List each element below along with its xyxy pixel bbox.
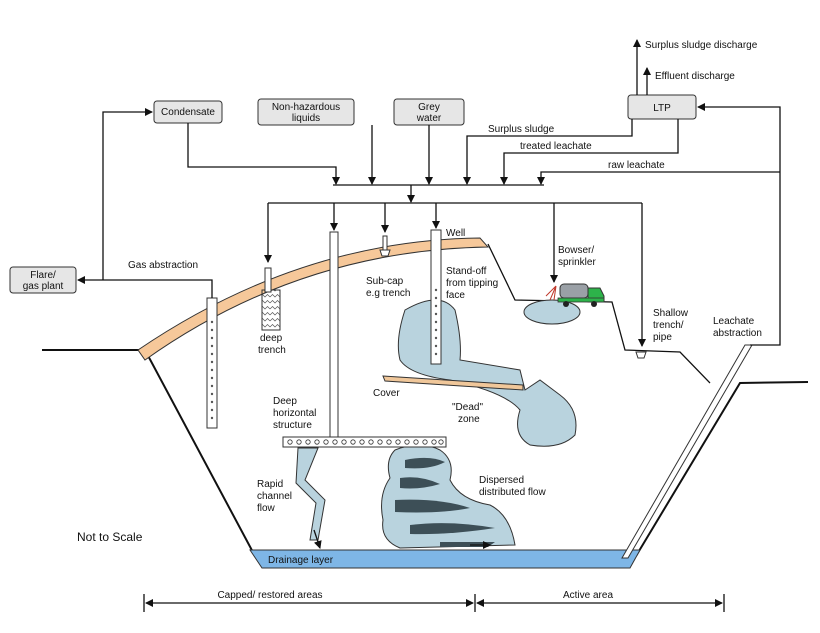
sub-cap-trench	[379, 249, 391, 257]
grey-water-label-1: Grey	[418, 102, 440, 113]
ground-profile-right	[635, 381, 809, 557]
ltp-box	[627, 94, 697, 120]
not-to-scale-label: Not to Scale	[77, 530, 143, 544]
cap-layer	[137, 237, 490, 361]
deep-trench	[261, 289, 281, 331]
stand-off-label-1: Stand-off	[446, 266, 487, 277]
active-surface	[487, 243, 711, 384]
ltp-label: LTP	[653, 103, 671, 114]
shallow-trench-label-1: Shallow	[653, 308, 689, 319]
bowser-label-2: sprinkler	[558, 257, 596, 268]
leachate-abstraction-flow	[697, 103, 781, 346]
deep-trench-label-1: deep	[260, 333, 283, 344]
leachate-abstraction-pipe	[621, 344, 753, 559]
gas-well-perforations	[210, 320, 214, 420]
rapid-flow-arrow	[313, 529, 322, 549]
sub-cap-label-2: e.g trench	[366, 288, 410, 299]
stand-off-label-3: face	[446, 290, 465, 301]
rapid-channel-label-3: flow	[257, 503, 276, 514]
grey-water-label-2: water	[416, 113, 442, 124]
dead-zone-label-2: zone	[458, 414, 480, 425]
cover-layer	[382, 375, 524, 391]
well-label: Well	[446, 228, 465, 239]
dispersed-streak-5	[440, 542, 495, 547]
dispersed-flow-body	[381, 444, 516, 549]
horizontal-holes	[287, 439, 444, 445]
deep-trench-label-2: trench	[258, 345, 286, 356]
surplus-sludge-flow	[463, 119, 633, 185]
active-area-label: Active area	[563, 590, 613, 601]
flare-label-1: Flare/	[30, 270, 56, 281]
dispersed-streak-4	[410, 523, 495, 535]
condensate-label: Condensate	[161, 107, 215, 118]
shallow-trench	[635, 351, 647, 359]
effluent-discharge-label: Effluent discharge	[655, 71, 735, 82]
dispersed-streak-1	[405, 457, 445, 469]
condensate-flow	[187, 123, 340, 185]
non-hazardous-label-1: Non-hazardous	[272, 102, 340, 113]
rapid-channel-label-1: Rapid	[257, 479, 283, 490]
leachate-abstraction-label-1: Leachate	[713, 316, 755, 327]
surplus-sludge-discharge-label: Surplus sludge discharge	[645, 40, 758, 51]
surplus-sludge-label: Surplus sludge	[488, 124, 555, 135]
treated-leachate-flow	[500, 119, 679, 185]
stand-off-well-perforations	[434, 288, 438, 356]
non-hazardous-box	[257, 98, 355, 126]
drainage-layer	[249, 549, 641, 569]
dispersed-streak-2	[400, 477, 440, 489]
cover-label: Cover	[373, 388, 400, 399]
deep-horizontal-label-2: horizontal	[273, 408, 316, 419]
deep-horizontal-label-1: Deep	[273, 396, 297, 407]
capped-area-label: Capped/ restored areas	[217, 590, 322, 601]
non-hazardous-label-2: liquids	[292, 113, 320, 124]
deep-horizontal-label-3: structure	[273, 420, 312, 431]
stand-off-label-2: from tipping	[446, 278, 498, 289]
drainage-layer-label: Drainage layer	[268, 555, 334, 566]
gas-abstraction-label: Gas abstraction	[128, 260, 198, 271]
dispersed-streak-3	[395, 499, 470, 513]
sprinkler-puddle	[523, 299, 581, 325]
condensate-return-flow	[102, 108, 153, 280]
sub-cap-label-1: Sub-cap	[366, 276, 404, 287]
raw-leachate-label: raw leachate	[608, 160, 665, 171]
deep-trench-pipe	[264, 267, 272, 293]
leachate-abstraction-label-2: abstraction	[713, 328, 762, 339]
flare-label-2: gas plant	[23, 281, 64, 292]
ground-profile-left	[42, 349, 256, 557]
shallow-trench-label-3: pipe	[653, 332, 672, 343]
dead-zone-label-1: "Dead"	[452, 402, 483, 413]
dispersed-flow-label-2: distributed flow	[479, 487, 546, 498]
flare-box	[9, 266, 77, 294]
raw-leachate-flow	[537, 171, 780, 185]
bowser-truck	[545, 283, 605, 307]
deep-well-shaft	[329, 231, 339, 438]
sub-cap-pipe	[382, 235, 388, 251]
rapid-channel-flow	[295, 447, 326, 541]
treated-leachate-label: treated leachate	[520, 141, 592, 152]
bowser-label-1: Bowser/	[558, 245, 594, 256]
gas-abstraction-flow	[77, 276, 213, 298]
dispersed-flow-label-1: Dispersed	[479, 475, 524, 486]
rapid-channel-label-2: channel	[257, 491, 292, 502]
shallow-trench-label-2: trench/	[653, 320, 684, 331]
leachate-body	[397, 299, 577, 447]
